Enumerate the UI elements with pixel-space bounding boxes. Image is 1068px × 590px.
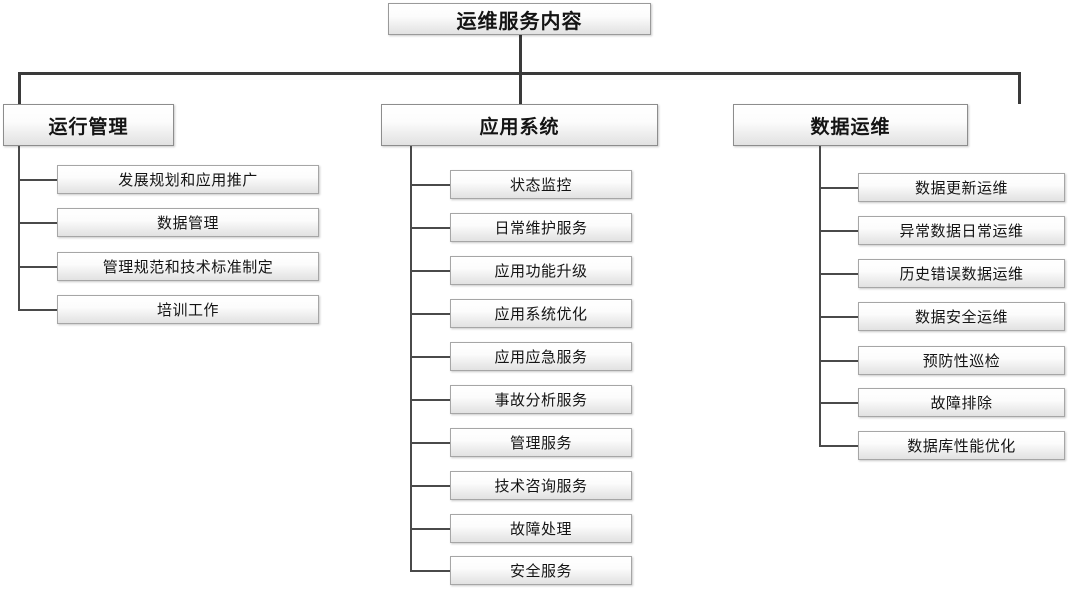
connector-bus-to-branch-3 xyxy=(1018,72,1021,104)
root-node[interactable]: 运维服务内容 xyxy=(388,3,651,35)
leaf-node-2-8[interactable]: 技术咨询服务 xyxy=(450,471,632,500)
leaf-node-1-4[interactable]: 培训工作 xyxy=(57,295,319,324)
connector-stub-2-5 xyxy=(410,356,451,358)
leaf-node-3-7[interactable]: 数据库性能优化 xyxy=(858,431,1065,460)
branch-node-application-system[interactable]: 应用系统 xyxy=(381,104,658,146)
leaf-node-1-1[interactable]: 发展规划和应用推广 xyxy=(57,165,319,194)
connector-stub-2-6 xyxy=(410,399,451,401)
leaf-label-3-3: 历史错误数据运维 xyxy=(899,266,1024,283)
connector-spine-branch-1 xyxy=(18,146,20,311)
leaf-label-1-4: 培训工作 xyxy=(156,302,219,319)
connector-stub-3-7 xyxy=(819,445,859,447)
connector-stub-3-2 xyxy=(819,230,859,232)
leaf-label-2-8: 技术咨询服务 xyxy=(494,478,588,495)
connector-stub-1-3 xyxy=(18,266,58,268)
leaf-label-3-4: 数据安全运维 xyxy=(914,309,1008,326)
connector-stub-3-5 xyxy=(819,360,859,362)
leaf-node-3-2[interactable]: 异常数据日常运维 xyxy=(858,216,1065,245)
connector-bus-to-branch-1 xyxy=(18,72,21,105)
leaf-node-2-10[interactable]: 安全服务 xyxy=(450,556,632,585)
connector-stub-1-1 xyxy=(18,179,58,181)
leaf-node-1-2[interactable]: 数据管理 xyxy=(57,208,319,237)
leaf-node-3-5[interactable]: 预防性巡检 xyxy=(858,346,1065,375)
leaf-node-2-2[interactable]: 日常维护服务 xyxy=(450,213,632,242)
connector-stub-3-4 xyxy=(819,316,859,318)
leaf-node-2-6[interactable]: 事故分析服务 xyxy=(450,385,632,414)
leaf-label-1-3: 管理规范和技术标准制定 xyxy=(102,259,274,276)
leaf-label-3-1: 数据更新运维 xyxy=(914,180,1008,197)
leaf-label-1-2: 数据管理 xyxy=(156,215,219,232)
leaf-label-3-2: 异常数据日常运维 xyxy=(899,223,1024,240)
leaf-label-3-5: 预防性巡检 xyxy=(922,353,1001,370)
leaf-label-2-7: 管理服务 xyxy=(509,435,572,452)
leaf-label-2-4: 应用系统优化 xyxy=(494,306,588,323)
connector-stub-3-1 xyxy=(819,187,859,189)
leaf-node-2-1[interactable]: 状态监控 xyxy=(450,170,632,199)
connector-stub-2-7 xyxy=(410,442,451,444)
connector-stub-2-10 xyxy=(410,570,451,572)
leaf-label-2-10: 安全服务 xyxy=(509,563,572,580)
branch-label-application-system: 应用系统 xyxy=(479,116,560,138)
branch-label-data-operations: 数据运维 xyxy=(810,116,891,138)
leaf-node-2-5[interactable]: 应用应急服务 xyxy=(450,342,632,371)
leaf-node-3-3[interactable]: 历史错误数据运维 xyxy=(858,259,1065,288)
branch-node-data-operations[interactable]: 数据运维 xyxy=(733,104,968,146)
connector-stub-2-3 xyxy=(410,270,451,272)
leaf-label-1-1: 发展规划和应用推广 xyxy=(118,172,258,189)
leaf-node-3-6[interactable]: 故障排除 xyxy=(858,388,1065,417)
connector-stub-3-3 xyxy=(819,273,859,275)
leaf-node-1-3[interactable]: 管理规范和技术标准制定 xyxy=(57,252,319,281)
connector-stub-2-8 xyxy=(410,485,451,487)
connector-spine-branch-2 xyxy=(410,146,412,571)
branch-label-operations-management: 运行管理 xyxy=(48,116,129,138)
leaf-label-3-6: 故障排除 xyxy=(930,395,993,412)
root-node-label: 运维服务内容 xyxy=(456,10,583,33)
leaf-node-2-4[interactable]: 应用系统优化 xyxy=(450,299,632,328)
connector-stub-1-2 xyxy=(18,222,58,224)
leaf-label-2-3: 应用功能升级 xyxy=(494,263,588,280)
branch-node-operations-management[interactable]: 运行管理 xyxy=(3,104,174,146)
leaf-label-2-9: 故障处理 xyxy=(509,521,572,538)
connector-stub-2-4 xyxy=(410,313,451,315)
connector-root-down xyxy=(519,33,522,74)
leaf-node-2-9[interactable]: 故障处理 xyxy=(450,514,632,543)
leaf-label-2-6: 事故分析服务 xyxy=(494,392,588,409)
connector-stub-3-6 xyxy=(819,402,859,404)
connector-stub-2-9 xyxy=(410,528,451,530)
leaf-label-2-1: 状态监控 xyxy=(509,177,572,194)
leaf-node-3-4[interactable]: 数据安全运维 xyxy=(858,302,1065,331)
connector-stub-2-1 xyxy=(410,184,451,186)
leaf-label-2-2: 日常维护服务 xyxy=(494,220,588,237)
connector-stub-1-4 xyxy=(18,309,58,311)
leaf-node-2-7[interactable]: 管理服务 xyxy=(450,428,632,457)
leaf-label-3-7: 数据库性能优化 xyxy=(907,438,1016,455)
leaf-node-2-3[interactable]: 应用功能升级 xyxy=(450,256,632,285)
connector-stub-2-2 xyxy=(410,227,451,229)
connector-spine-branch-3 xyxy=(819,146,821,446)
connector-bus-to-branch-2 xyxy=(519,72,522,104)
leaf-label-2-5: 应用应急服务 xyxy=(494,349,588,366)
leaf-node-3-1[interactable]: 数据更新运维 xyxy=(858,173,1065,202)
